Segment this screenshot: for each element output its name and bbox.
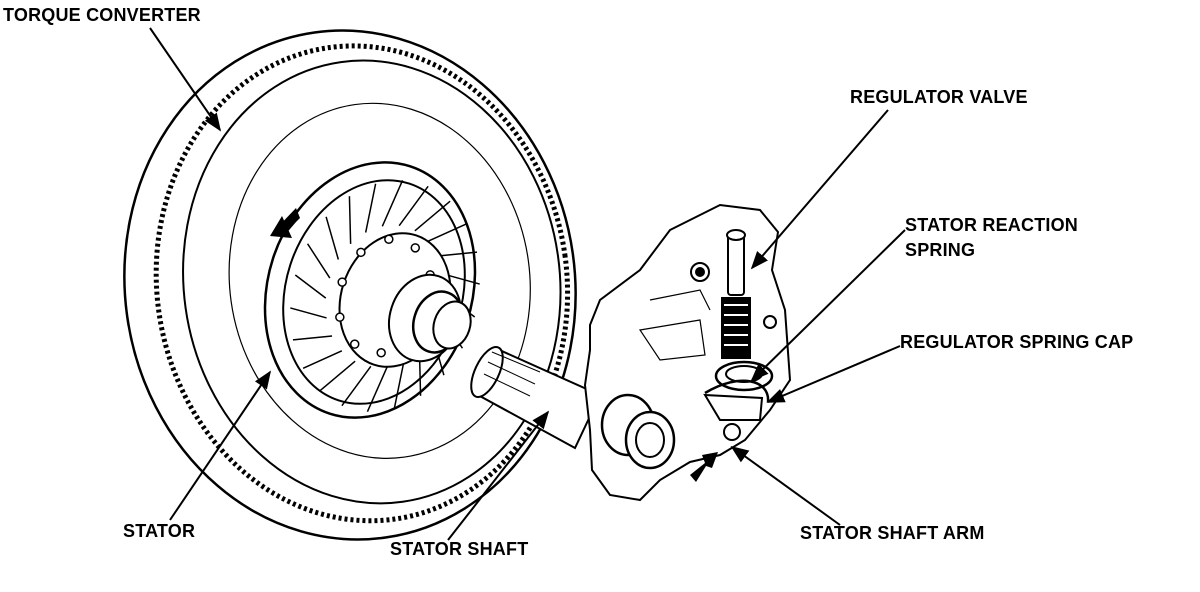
stator-blade — [381, 180, 404, 227]
stator-blade — [348, 196, 352, 244]
stator-blade — [319, 360, 356, 392]
leader-regulator-valve — [750, 109, 889, 270]
label-torque-converter: TORQUE CONVERTER — [3, 5, 201, 25]
stator-blade — [398, 185, 429, 227]
stator-blade — [290, 307, 327, 319]
label-regulator-spring-cap: REGULATOR SPRING CAP — [900, 332, 1134, 352]
bolt-hole — [356, 247, 366, 258]
stator-blade — [294, 274, 327, 299]
label-stator-shaft-arm: STATOR SHAFT ARM — [800, 523, 985, 543]
bolt-hole — [335, 312, 345, 322]
bolt-hole — [349, 339, 360, 349]
leader-regulator-spring-cap — [766, 345, 901, 403]
force-arrow-icon — [690, 452, 718, 482]
stator — [263, 161, 480, 419]
stator-blade — [437, 251, 478, 257]
leader-stator-reaction-spring — [750, 229, 906, 382]
valve-body — [583, 203, 792, 502]
label-stator-reaction-spring-line2: SPRING — [905, 240, 976, 260]
leader-lines — [149, 27, 906, 541]
stator-shaft — [470, 346, 602, 450]
label-stator-shaft: STATOR SHAFT — [390, 539, 529, 559]
bolt-hole — [410, 243, 421, 253]
stator-blade — [325, 216, 340, 260]
label-stator: STATOR — [123, 521, 196, 541]
stator-blade — [292, 335, 333, 341]
leader-stator — [169, 370, 272, 521]
bolt-hole — [384, 234, 394, 244]
leader-torque-converter — [149, 27, 222, 132]
stator-blade — [414, 200, 451, 232]
bolt-hole — [337, 277, 347, 287]
bolt-hole — [376, 348, 386, 358]
label-regulator-valve: REGULATOR VALVE — [850, 87, 1028, 107]
label-stator-reaction-spring-line1: STATOR REACTION — [905, 215, 1078, 235]
stator-blade — [341, 365, 372, 407]
leader-stator-shaft — [447, 410, 550, 541]
rotation-arrow-icon — [270, 208, 300, 238]
stator-blade — [364, 183, 377, 233]
torque-converter — [123, 29, 577, 541]
stator-blade — [427, 223, 468, 242]
stator-blade — [366, 365, 389, 412]
stator-blade — [393, 359, 406, 409]
stator-blade — [302, 350, 343, 369]
leader-stator-shaft-arm — [730, 445, 841, 526]
stator-blade — [306, 243, 331, 279]
